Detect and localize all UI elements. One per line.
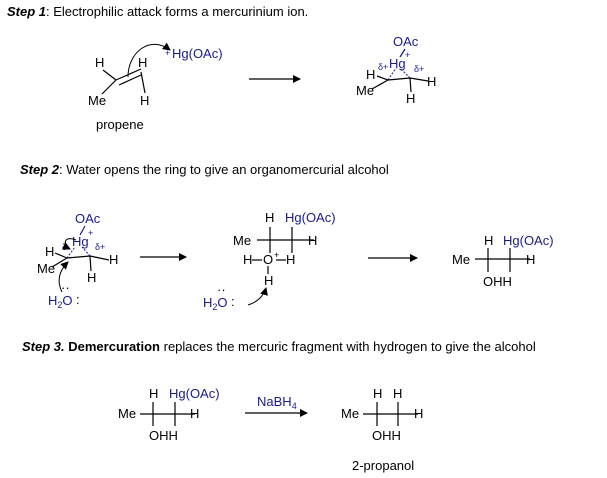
atom-h: H [243,252,252,267]
substituent-ohh: OHH [149,428,178,443]
atom-hg: Hg [389,56,406,71]
atom-h: H [406,91,415,106]
atom-me: Me [37,261,55,276]
charge-plus: + [88,228,93,238]
propene-structure: H H Me H propene + Hg(OAc) [88,42,223,132]
substituent-hg-oac: Hg(OAc) [503,233,554,248]
atom-me: Me [356,83,374,98]
oxonium-intermediate: H Hg(OAc) Me H H O + H H H2O : ·· [203,210,336,312]
atom-hg: Hg [72,234,89,249]
delta-plus: δ+ [378,62,388,72]
atom-h: H [87,270,96,285]
propene-label: propene [96,117,144,132]
atom-me: Me [452,252,470,267]
atom-h: H [265,210,274,225]
delta-sign: δ [62,242,67,252]
curved-electron-arrow [127,42,171,78]
water-molecule: H2O [48,293,73,310]
curved-electron-arrow [61,238,77,250]
atom-h: H [190,406,199,421]
atom-h: H [414,406,423,421]
atom-h: H [95,55,104,70]
product-label: 2-propanol [352,458,414,473]
atom-me: Me [118,406,136,421]
atom-h: H [140,93,149,108]
atom-h: H [109,252,118,267]
charge-plus: + [274,250,279,260]
atom-oac: OAc [393,34,419,49]
atom-h: H [393,386,402,401]
delta-plus: δ+ [95,242,105,252]
charge-plus: + [165,48,170,58]
substituent-hg-oac: Hg(OAc) [169,386,220,401]
atom-h: H [308,233,317,248]
atom-h: H [286,252,295,267]
2-propanol-structure: H H Me H OHH 2-propanol [341,386,423,473]
curved-electron-arrow [247,287,268,306]
substituent-hg-oac: Hg(OAc) [285,210,336,225]
atom-h: H [138,55,147,70]
lone-pair: ·· [61,280,70,295]
step2-heading: Step 2: Water opens the ring to give an … [20,162,389,177]
organomercurial-alcohol: H Hg(OAc) Me H OHH [452,233,554,289]
reagent-hg-oac: Hg(OAc) [172,46,223,61]
atom-h: H [264,273,273,288]
atom-h: H [45,244,54,259]
atom-h: H [427,74,436,89]
water-molecule: H2O [203,295,228,312]
atom-h: H [149,386,158,401]
atom-oxygen: O [263,252,273,267]
lone-pair: ·· [217,282,226,297]
atom-oac: OAc [75,211,101,226]
delta-plus: δ+ [414,64,424,74]
mercurinium-ion: OAc Hg + δ+ δ+ H Me H H [356,34,436,106]
lone-pair: : [76,292,80,307]
charge-plus: + [405,50,410,60]
atom-me: Me [233,233,251,248]
atom-h: H [526,252,535,267]
mercurinium-water-attack: OAc Hg + δ δ+ H Me H H H2O : ·· [37,211,118,310]
atom-h: H [373,386,382,401]
substituent-ohh: OHH [483,274,512,289]
lone-pair: : [231,294,235,309]
atom-me: Me [88,93,106,108]
reagent-nabh4: NaBH4 [257,394,297,411]
curved-electron-arrow [58,261,69,293]
step3-heading: Step 3. Demercuration replaces the mercu… [22,339,536,354]
step3-reactant: H Hg(OAc) Me H OHH [118,386,220,443]
step1-heading: Step 1: Electrophilic attack forms a mer… [7,4,308,19]
atom-h: H [484,233,493,248]
substituent-ohh: OHH [372,428,401,443]
atom-h: H [366,67,375,82]
atom-me: Me [341,406,359,421]
